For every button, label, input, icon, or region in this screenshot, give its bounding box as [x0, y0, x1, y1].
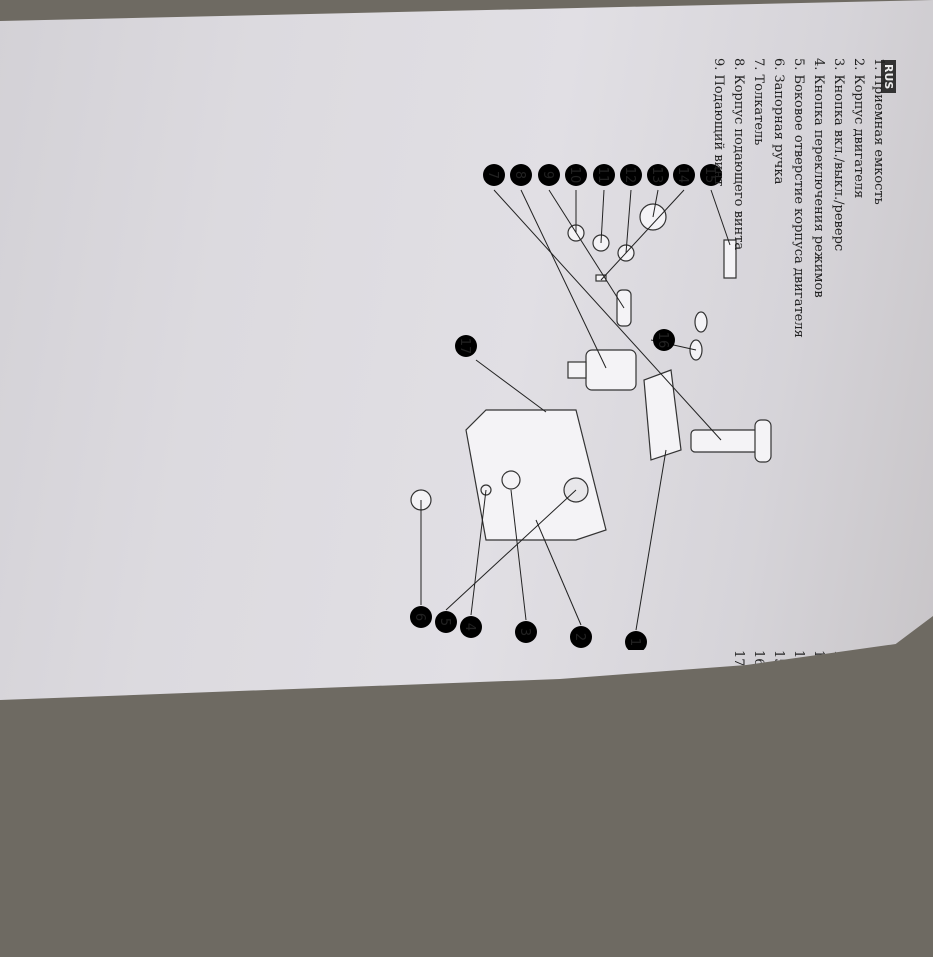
svg-text:6: 6	[412, 613, 427, 621]
screw-housing-part	[585, 349, 637, 391]
list-item: 16. Насадки для «кеббы» (ливанское блюдо…	[751, 650, 766, 957]
list-item: 12. Режущий диск тонкой нарезки	[831, 650, 846, 890]
list-item: 6. Запорная ручка	[771, 58, 786, 185]
callout-3: 3	[515, 621, 537, 643]
list-item: 10. Режущий диск грубой нарезки	[871, 650, 886, 889]
svg-text:14: 14	[675, 167, 690, 184]
svg-text:2: 2	[572, 633, 587, 641]
svg-text:5: 5	[437, 618, 452, 626]
list-item: 1. Приемная емкость	[871, 58, 886, 205]
svg-text:1: 1	[627, 638, 642, 646]
callout-12: 12	[620, 164, 642, 186]
svg-text:11: 11	[595, 167, 610, 184]
callout-11: 11	[593, 164, 615, 186]
pusher-part	[690, 429, 762, 453]
callout-5: 5	[435, 611, 457, 633]
svg-text:12: 12	[622, 167, 637, 184]
svg-text:13: 13	[649, 167, 664, 184]
svg-text:17: 17	[457, 338, 472, 355]
callout-6: 6	[410, 606, 432, 628]
list-item: 17. Приемное отверстие корпуса двигателя	[731, 650, 746, 953]
svg-text:15: 15	[702, 167, 717, 184]
list-item: 3. Кнопка вкл./выкл./реверс	[831, 58, 846, 252]
list-item: 4. Кнопка переключения режимов	[811, 58, 826, 298]
tray-part	[643, 369, 682, 461]
list-item: 9. Подающий винт	[711, 58, 726, 187]
kebbe-attachment-part	[694, 311, 708, 333]
callout-8: 8	[510, 164, 532, 186]
callout-17: 17	[455, 335, 477, 357]
list-item: 13. Зажимное кольцо	[811, 650, 826, 798]
svg-text:3: 3	[517, 628, 532, 636]
callout-2: 2	[570, 626, 592, 648]
callout-14: 14	[673, 164, 695, 186]
callout-16: 16	[653, 329, 675, 351]
parts-list-left: 1. Приемная емкость 2. Корпус двигателя …	[708, 58, 888, 338]
parts-list-right: 10. Режущий диск грубой нарезки 11. Режу…	[728, 650, 888, 957]
list-item: 2. Корпус двигателя	[851, 58, 866, 199]
svg-text:4: 4	[462, 623, 477, 631]
callout-4: 4	[460, 616, 482, 638]
list-item: 5. Боковое отверстие корпуса двигателя	[791, 58, 806, 338]
svg-text:16: 16	[655, 332, 670, 349]
callout-1: 1	[625, 631, 647, 650]
callout-15: 15	[700, 164, 722, 186]
callout-7: 7	[483, 164, 505, 186]
svg-text:10: 10	[567, 167, 582, 184]
svg-text:7: 7	[485, 171, 500, 179]
list-item: 7. Толкатель	[751, 58, 766, 146]
manual-page: 1 RUS	[26, 50, 906, 700]
callout-9: 9	[538, 164, 560, 186]
list-item: 8. Корпус подающего винта	[731, 58, 746, 251]
list-item: 11. Режущий диск средней нарезки	[851, 650, 866, 898]
list-item: 15. Насадка для приготовления колбас	[771, 650, 786, 921]
instruction-sheet: 1 RUS	[0, 0, 933, 700]
svg-text:9: 9	[540, 171, 555, 179]
callout-13: 13	[647, 164, 669, 186]
svg-text:8: 8	[512, 171, 527, 179]
callout-10: 10	[565, 164, 587, 186]
motor-housing-part	[465, 409, 607, 541]
exploded-diagram: 15 14 13 12 11 10 9 8 7 1 2 3 4 5 6 16 1…	[410, 164, 772, 650]
list-item: 14. Нож	[791, 650, 806, 706]
